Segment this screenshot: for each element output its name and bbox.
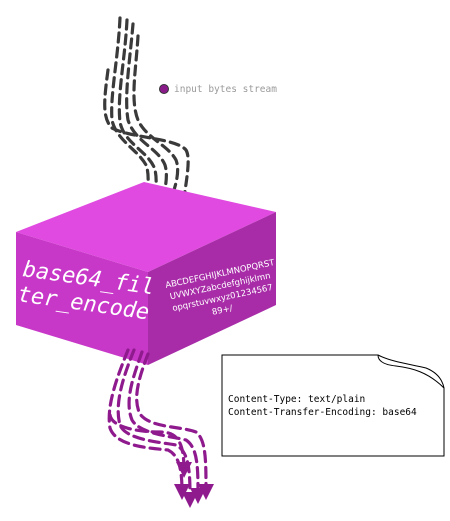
input-arrow-4 — [132, 34, 180, 223]
content-type-note — [221, 354, 445, 457]
box-side-face — [148, 212, 276, 365]
encoder-box — [16, 182, 276, 365]
input-label: input bytes stream — [174, 84, 277, 95]
note-line-2: Content-Transfer-Encoding: base64 — [228, 407, 417, 418]
note-line-1: Content-Type: text/plain — [228, 394, 365, 405]
output-arrows — [107, 348, 214, 508]
box-top-face — [16, 182, 276, 272]
output-arrow-4 — [135, 352, 214, 500]
output-arrow-2 — [116, 348, 198, 508]
alphabet-line-4: 89+/ — [211, 304, 234, 318]
input-bullet — [159, 84, 169, 94]
input-arrow-5 — [103, 68, 190, 236]
box-front-face — [16, 232, 148, 365]
note-body — [221, 354, 445, 457]
note-fold — [377, 354, 445, 389]
output-arrow-5 — [108, 413, 192, 478]
